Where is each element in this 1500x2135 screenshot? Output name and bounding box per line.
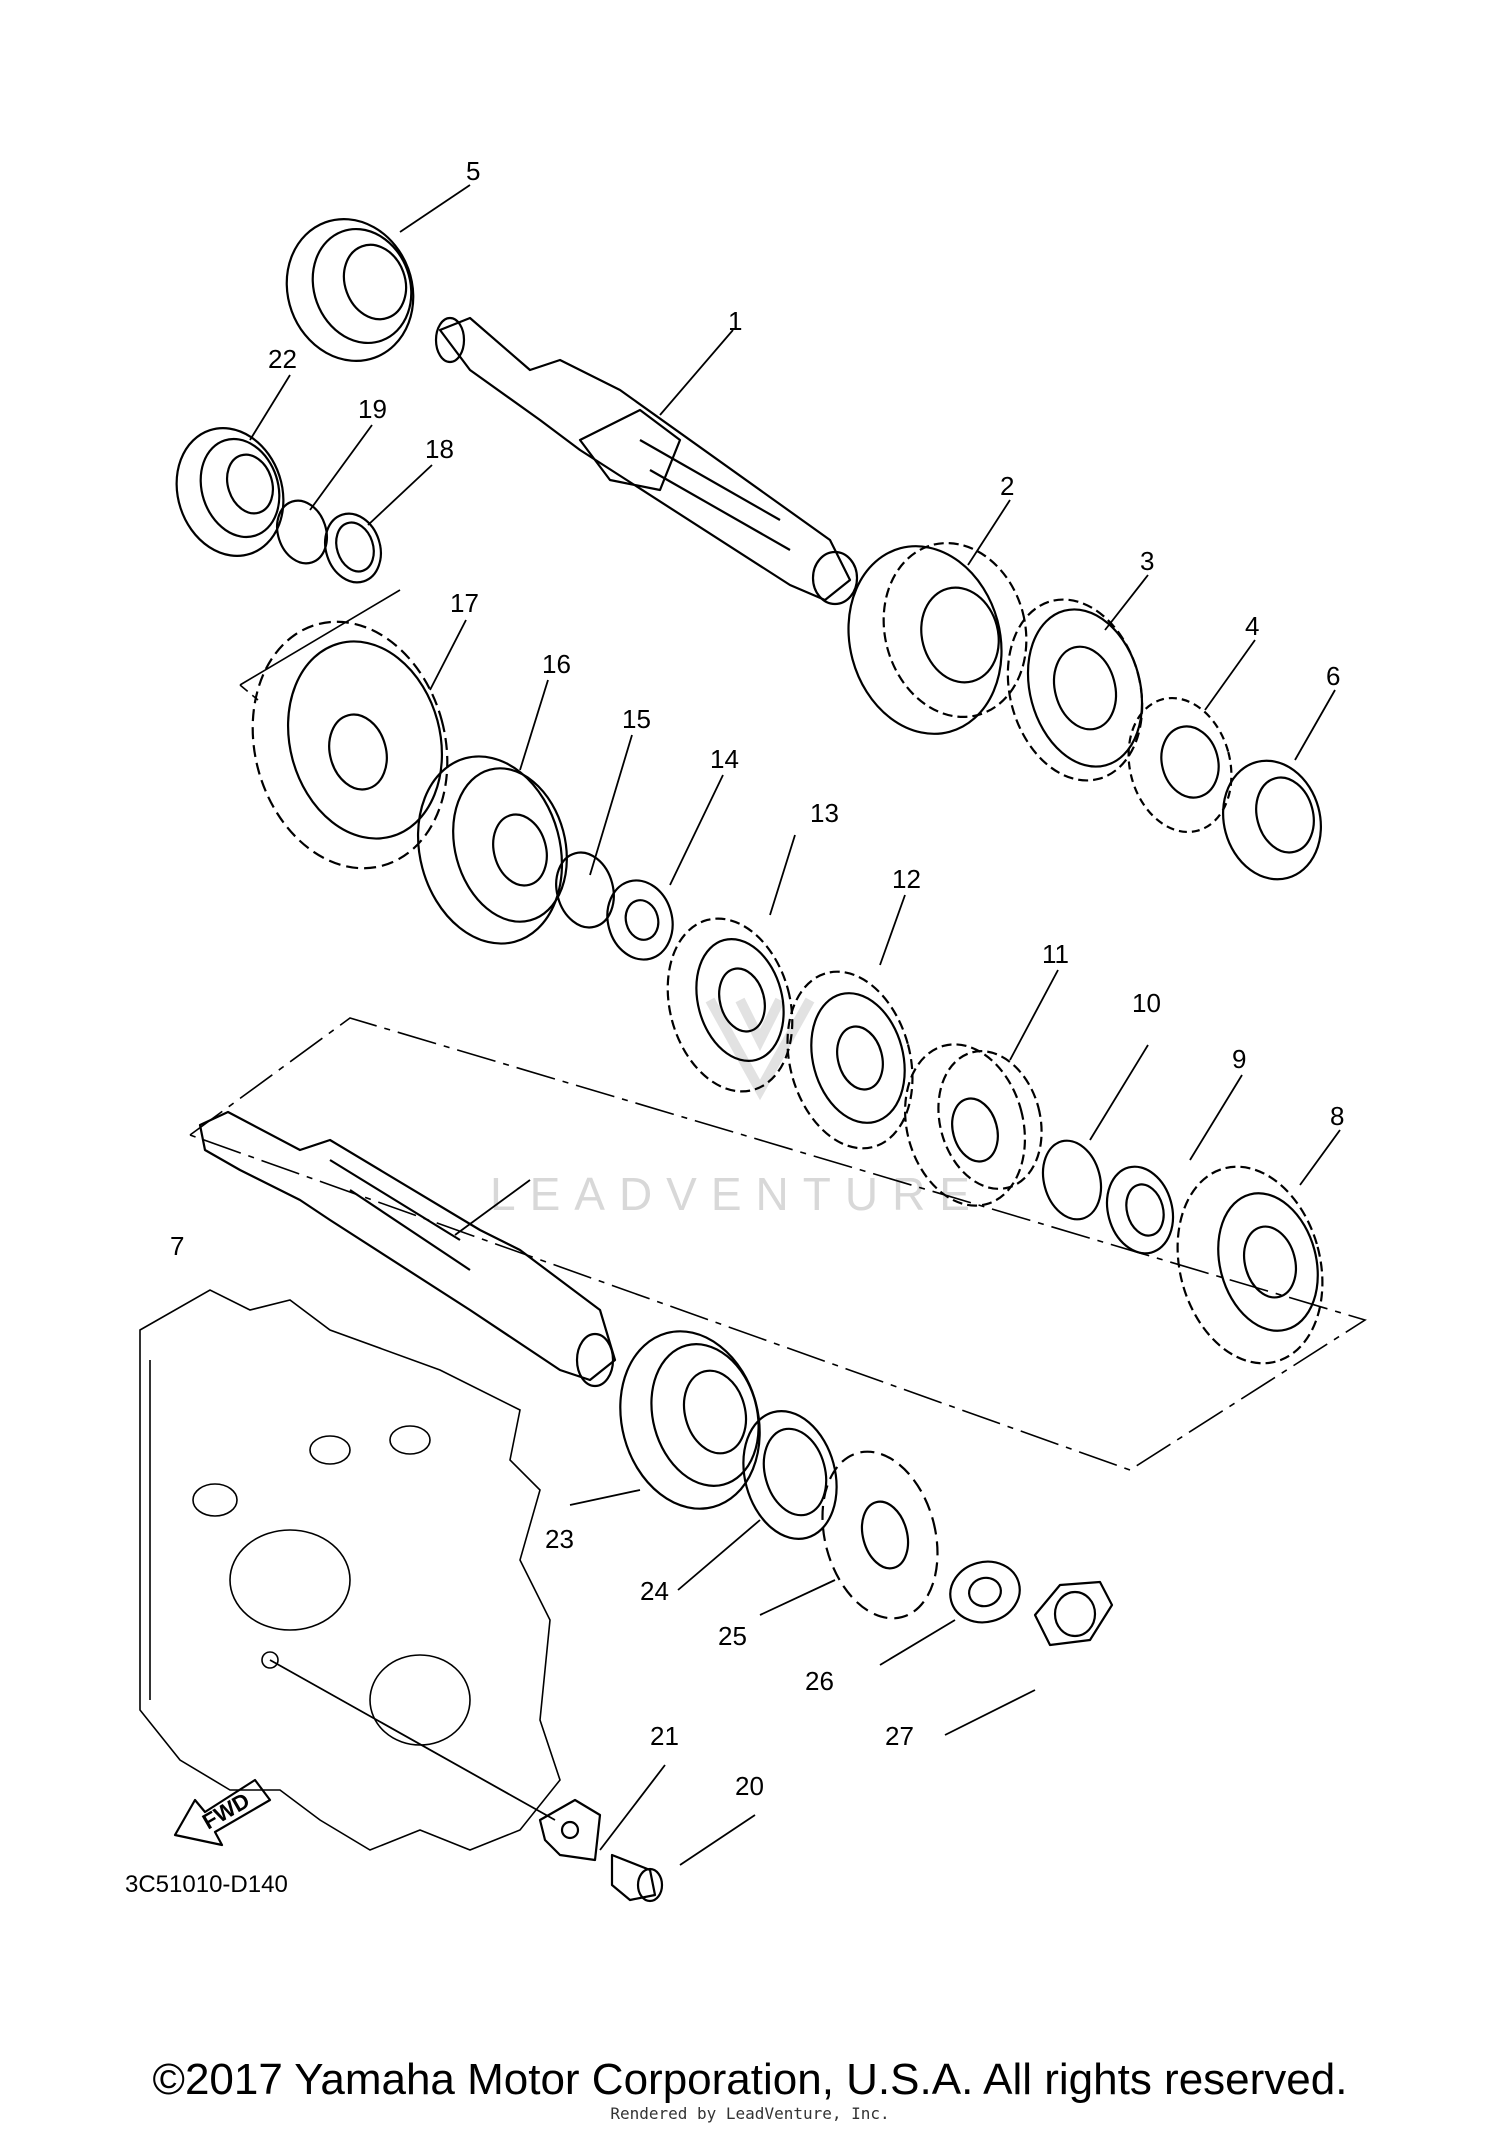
part-14-washer[interactable] — [599, 873, 682, 967]
callout-9: 9 — [1232, 1044, 1246, 1074]
callout-16: 16 — [542, 649, 571, 679]
callout-15: 15 — [622, 704, 651, 734]
part-11-gear[interactable] — [888, 1031, 1057, 1219]
shaft-group-outline-lower — [189, 1017, 1367, 1471]
part-21-bracket[interactable] — [538, 1798, 602, 1862]
callout-23: 23 — [545, 1524, 574, 1554]
callout-12: 12 — [892, 864, 921, 894]
part-27-nut[interactable] — [1033, 1580, 1114, 1647]
fwd-label: FWD — [198, 1788, 254, 1835]
part-12-gear[interactable] — [769, 958, 931, 1163]
callout-10: 10 — [1132, 988, 1161, 1018]
callout-1: 1 — [728, 306, 742, 336]
part-13-gear[interactable] — [649, 904, 810, 1105]
part-25-sprocket[interactable] — [805, 1439, 955, 1632]
watermark: LEADVENTURE — [490, 1168, 984, 1220]
callout-22: 22 — [268, 344, 297, 374]
part-20-screw[interactable] — [610, 1853, 664, 1903]
callout-14: 14 — [710, 744, 739, 774]
part-15-circlip[interactable] — [548, 846, 622, 934]
leader-lines — [249, 184, 1341, 1866]
part-4-gear[interactable] — [1114, 686, 1246, 843]
callout-6: 6 — [1326, 661, 1340, 691]
part-26-lock-washer[interactable] — [943, 1554, 1026, 1630]
callout-17: 17 — [450, 588, 479, 618]
callout-5: 5 — [466, 156, 480, 186]
watermark-logo — [705, 997, 815, 1101]
callout-25: 25 — [718, 1621, 747, 1651]
callout-13: 13 — [810, 798, 839, 828]
callout-2: 2 — [1000, 471, 1014, 501]
part-5-bearing[interactable] — [267, 201, 433, 379]
part-16-gear[interactable] — [398, 740, 584, 960]
rendered-by-credit: Rendered by LeadVenture, Inc. — [610, 2104, 890, 2123]
part-24-oil-seal[interactable] — [730, 1401, 851, 1550]
callout-4: 4 — [1245, 611, 1259, 641]
callout-27: 27 — [885, 1721, 914, 1751]
part-10-circlip[interactable] — [1035, 1134, 1110, 1226]
part-3-gear[interactable] — [988, 584, 1161, 795]
callout-3: 3 — [1140, 546, 1154, 576]
callouts: 5 1 2 3 4 6 7 8 9 10 11 12 13 14 15 16 1… — [170, 156, 1344, 1801]
part-22-bearing[interactable] — [160, 414, 299, 570]
callout-26: 26 — [805, 1666, 834, 1696]
part-6-bearing[interactable] — [1210, 750, 1334, 891]
part-2-gear[interactable] — [828, 527, 1045, 751]
part-9-washer[interactable] — [1098, 1159, 1183, 1261]
part-18-washer[interactable] — [317, 506, 390, 589]
part-8-gear[interactable] — [1157, 1150, 1344, 1379]
part-17-gear[interactable] — [226, 600, 474, 891]
part-7-drive-axle[interactable] — [198, 1110, 617, 1388]
diagram-code: 3C51010-D140 — [125, 1871, 288, 1898]
callout-21: 21 — [650, 1721, 679, 1751]
callout-11: 11 — [1042, 939, 1069, 969]
part-1-main-axle[interactable] — [434, 316, 859, 606]
part-23-bearing[interactable] — [601, 1315, 779, 1524]
callout-7: 7 — [170, 1231, 184, 1261]
callout-20: 20 — [735, 1771, 764, 1801]
crankcase — [139, 1289, 561, 1851]
callout-18: 18 — [425, 434, 454, 464]
part-19-circlip[interactable] — [269, 494, 334, 570]
callout-19: 19 — [358, 394, 387, 424]
copyright-notice: ©2017 Yamaha Motor Corporation, U.S.A. A… — [152, 2055, 1348, 2104]
callout-24: 24 — [640, 1576, 669, 1606]
callout-8: 8 — [1330, 1101, 1344, 1131]
